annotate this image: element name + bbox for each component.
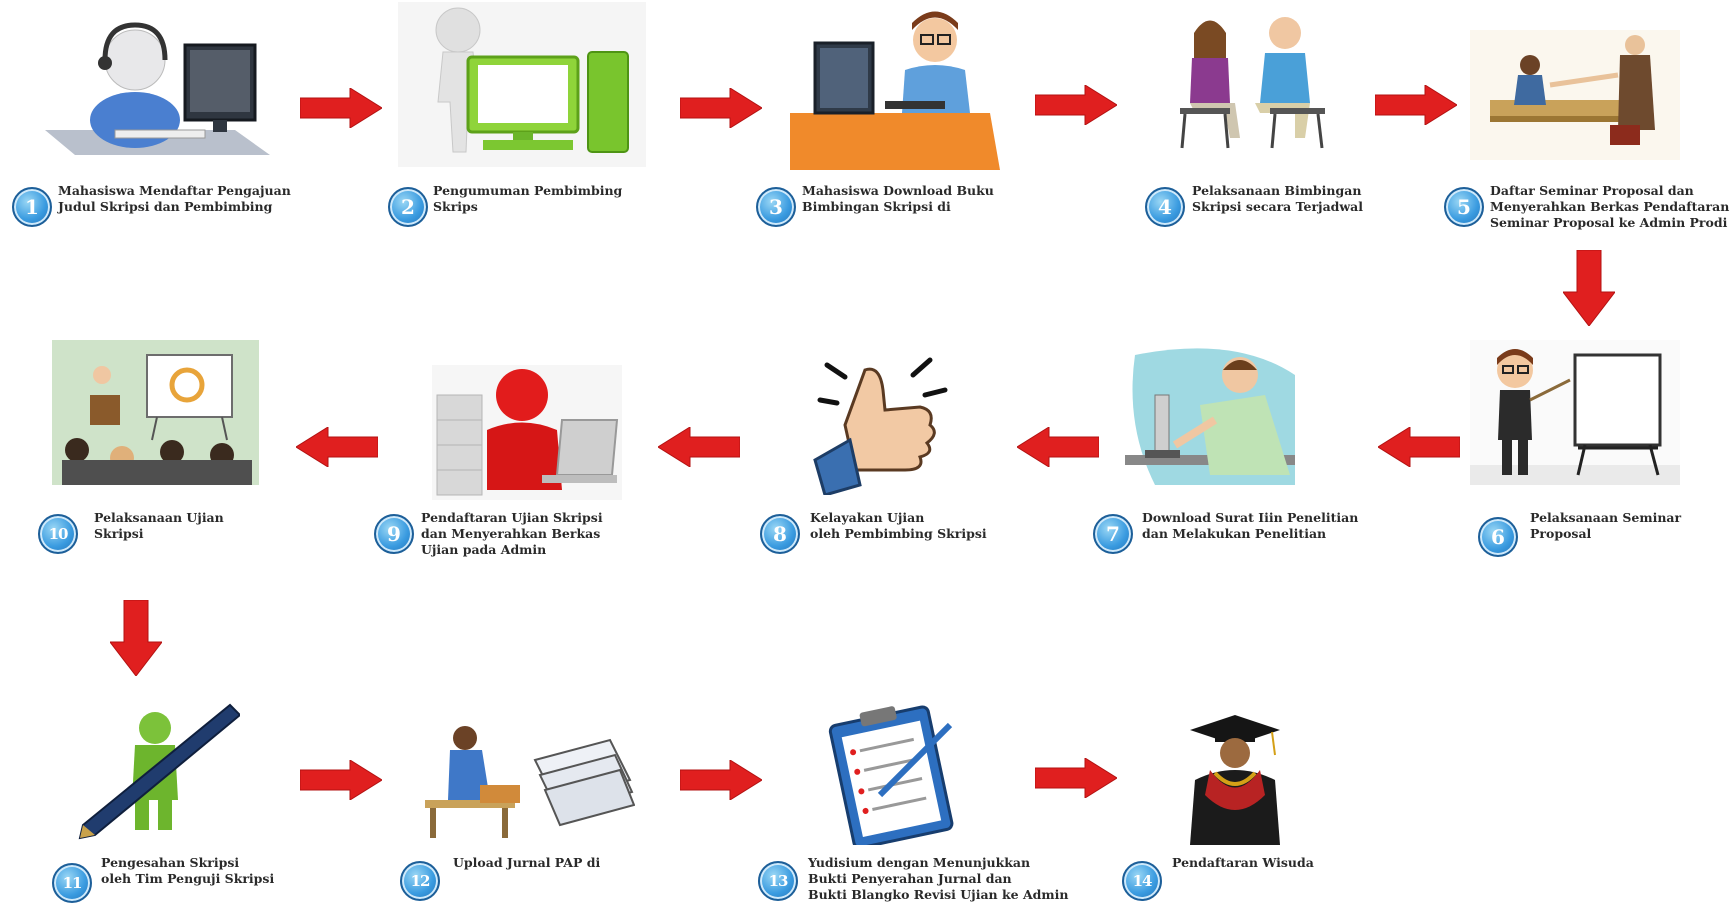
step-1-label-line-2: Judul Skripsi dan Pembimbing: [58, 199, 273, 214]
step-7-label-line-1: Download Surat Iiin Penelitian: [1142, 510, 1359, 525]
seminar-presentation-illustration: [1470, 340, 1680, 485]
step-11-label-line-2: oleh Tim Penguji Skripsi: [101, 871, 275, 886]
announcement-computer-illustration: [398, 2, 646, 167]
arrow-left-7-8: [1017, 427, 1099, 467]
thumbs-up-illustration: [805, 345, 965, 495]
step-5-number-badge: 5: [1444, 187, 1484, 227]
step-8-label-line-1: Kelayakan Ujian: [810, 510, 925, 525]
proposal-submission-illustration: [1470, 30, 1680, 160]
arrow-right-3-4: [1035, 85, 1117, 125]
step-9-label: Pendaftaran Ujian Skripsi dan Menyerahka…: [421, 510, 603, 558]
step-6-label: Pelaksanaan Seminar Proposal: [1530, 510, 1681, 542]
step-3-label-line-1: Mahasiswa Download Buku: [802, 183, 994, 198]
step-7-label: Download Surat Iiin Penelitian dan Melak…: [1142, 510, 1358, 542]
step-13-label-line-2: Bukti Penyerahan Jurnal dan: [808, 871, 1012, 886]
step-3-label: Mahasiswa Download Buku Bimbingan Skrips…: [802, 183, 994, 215]
journal-upload-illustration: [420, 720, 635, 845]
step-6-number-badge: 6: [1478, 517, 1518, 557]
step-14-label-line-1: Pendaftaran Wisuda: [1172, 855, 1314, 870]
step-2-label: Pengumuman Pembimbing Skrips: [433, 183, 622, 215]
step-4-label: Pelaksanaan Bimbingan Skripsi secara Ter…: [1192, 183, 1363, 215]
step-11-label: Pengesahan Skripsi oleh Tim Penguji Skri…: [101, 855, 274, 887]
step-13-label-line-1: Yudisium dengan Menunjukkan: [808, 855, 1031, 870]
step-6-label-line-2: Proposal: [1530, 526, 1592, 541]
step-11-number-badge: 11: [52, 863, 92, 903]
step-9-label-line-3: Ujian pada Admin: [421, 542, 547, 557]
step-3-label-line-2: Bimbingan Skripsi di: [802, 199, 951, 214]
step-9-label-line-1: Pendaftaran Ujian Skripsi: [421, 510, 603, 525]
step-5-label-line-3: Seminar Proposal ke Admin Prodi: [1490, 215, 1728, 230]
step-1-number-badge: 1: [12, 187, 52, 227]
arrow-left-8-9: [658, 427, 740, 467]
arrow-down-5-6: [1563, 250, 1615, 326]
arrow-right-1-2: [300, 88, 382, 128]
graduate-illustration: [1180, 715, 1290, 845]
step-14-number-badge: 14: [1122, 861, 1162, 901]
step-1-label: Mahasiswa Mendaftar Pengajuan Judul Skri…: [58, 183, 291, 215]
step-5-label: Daftar Seminar Proposal dan Menyerahkan …: [1490, 183, 1729, 231]
student-download-illustration: [790, 5, 1005, 170]
step-2-number-badge: 2: [388, 187, 428, 227]
step-14-label: Pendaftaran Wisuda: [1172, 855, 1314, 871]
step-4-number-badge: 4: [1145, 187, 1185, 227]
step-9-label-line-2: dan Menyerahkan Berkas: [421, 526, 601, 541]
step-3-number-badge: 3: [756, 187, 796, 227]
step-2-label-line-2: Skrips: [433, 199, 478, 214]
step-12-number-badge: 12: [400, 861, 440, 901]
arrow-left-6-7: [1378, 427, 1460, 467]
arrow-right-2-3: [680, 88, 762, 128]
exam-presentation-illustration: [52, 340, 259, 485]
step-10-label-line-1: Pelaksanaan Ujian: [94, 510, 224, 525]
step-7-number-badge: 7: [1093, 514, 1133, 554]
step-4-label-line-1: Pelaksanaan Bimbingan: [1192, 183, 1362, 198]
step-2-label-line-1: Pengumuman Pembimbing: [433, 183, 623, 198]
step-5-label-line-2: Menyerahkan Berkas Pendaftaran: [1490, 199, 1730, 214]
arrow-left-9-10: [296, 427, 378, 467]
step-13-number-badge: 13: [758, 861, 798, 901]
pen-signing-illustration: [70, 700, 240, 840]
step-7-label-line-2: dan Melakukan Penelitian: [1142, 526, 1327, 541]
checklist-clipboard-illustration: [820, 700, 960, 845]
step-10-number-badge: 10: [38, 514, 78, 554]
step-11-label-line-1: Pengesahan Skripsi: [101, 855, 240, 870]
step-4-label-line-2: Skripsi secara Terjadwal: [1192, 199, 1364, 214]
arrow-down-10-11: [110, 600, 162, 676]
step-5-label-line-1: Daftar Seminar Proposal dan: [1490, 183, 1694, 198]
arrow-right-13-14: [1035, 758, 1117, 798]
step-9-number-badge: 9: [374, 514, 414, 554]
step-8-label: Kelayakan Ujian oleh Pembimbing Skripsi: [810, 510, 987, 542]
step-6-label-line-1: Pelaksanaan Seminar: [1530, 510, 1682, 525]
arrow-right-11-12: [300, 760, 382, 800]
student-computer-illustration: [35, 5, 280, 160]
step-10-label-line-2: Skripsi: [94, 526, 144, 541]
step-12-label: Upload Jurnal PAP di: [453, 855, 600, 871]
step-13-label-line-3: Bukti Blangko Revisi Ujian ke Admin: [808, 887, 1069, 902]
step-8-label-line-2: oleh Pembimbing Skripsi: [810, 526, 987, 541]
exam-registration-illustration: [432, 365, 622, 500]
research-microscope-illustration: [1115, 335, 1320, 510]
arrow-right-4-5: [1375, 85, 1457, 125]
step-13-label: Yudisium dengan Menunjukkan Bukti Penyer…: [808, 855, 1068, 903]
step-1-label-line-1: Mahasiswa Mendaftar Pengajuan: [58, 183, 291, 198]
guidance-meeting-illustration: [1160, 8, 1335, 153]
step-8-number-badge: 8: [760, 514, 800, 554]
arrow-right-12-13: [680, 760, 762, 800]
step-10-label: Pelaksanaan Ujian Skripsi: [94, 510, 224, 542]
step-12-label-line-1: Upload Jurnal PAP di: [453, 855, 601, 870]
